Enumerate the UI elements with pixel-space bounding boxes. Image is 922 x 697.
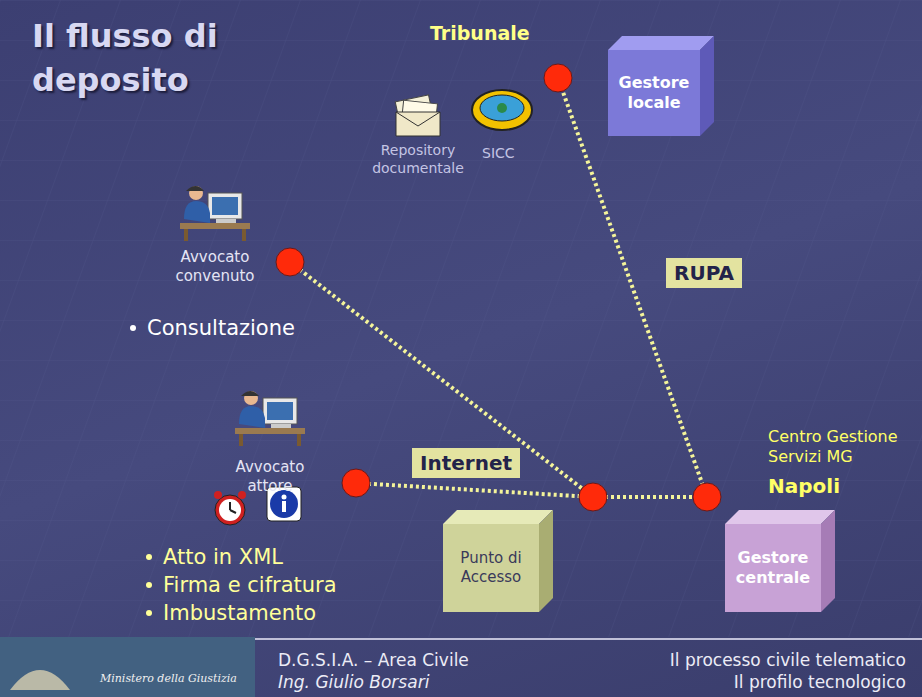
- dotted-link: [593, 495, 707, 499]
- site-label: Centro Gestione Servizi MG: [768, 427, 918, 467]
- sicc-icon: [472, 90, 532, 130]
- slide-title: Il flusso di deposito: [32, 14, 302, 102]
- dotted-link: [290, 262, 593, 497]
- bullet-text: Firma e cifratura: [163, 572, 337, 598]
- icon-caption: SICC: [482, 145, 515, 163]
- node-text: Avvocato convenuto: [164, 248, 266, 286]
- footer-rule: [255, 638, 922, 640]
- connection-dot: [342, 469, 370, 497]
- connection-dot: [693, 483, 721, 511]
- node-text: Punto di Accesso: [447, 549, 535, 587]
- bullet: [130, 325, 136, 331]
- connection-dot: [276, 248, 304, 276]
- node-text: Gestore centrale: [729, 548, 817, 588]
- server-cube: Gestore locale: [608, 50, 700, 136]
- lawyer-icon: [180, 186, 250, 241]
- icon-caption: Repository documentale: [362, 142, 474, 177]
- bullet: [146, 610, 152, 616]
- site-label: Napoli: [768, 474, 840, 499]
- lawyer-icon: [235, 391, 305, 446]
- bullet-text: Consultazione: [147, 315, 295, 341]
- connection-dot: [579, 483, 607, 511]
- cube-side: [821, 510, 835, 612]
- footer-text: Ing. Giulio Borsari: [278, 672, 429, 693]
- site-label: Tribunale: [430, 22, 530, 46]
- bullet-text: Atto in XML: [163, 544, 283, 570]
- actor-label: Avvocato attore: [220, 454, 320, 500]
- server-cube: Gestore centrale: [725, 524, 821, 612]
- cube-top: [608, 36, 714, 50]
- cube-side: [700, 36, 714, 136]
- dotted-link: [356, 483, 593, 497]
- alarm-clock-icon: [214, 491, 246, 525]
- logo-text: Ministero della Giustizia: [100, 672, 240, 686]
- link-label: Internet: [412, 448, 520, 478]
- bullet: [146, 582, 152, 588]
- bullet-text: Imbustamento: [163, 600, 316, 626]
- cube-top: [725, 510, 835, 524]
- cube-top: [443, 510, 553, 524]
- node-text: Gestore locale: [612, 73, 696, 113]
- actor-label: Avvocato convenuto: [160, 244, 270, 290]
- logo-panel: [0, 637, 255, 697]
- link-label: RUPA: [666, 258, 742, 288]
- connection-dot: [544, 64, 572, 92]
- cube-side: [539, 510, 553, 612]
- footer-text: D.G.S.I.A. – Area Civile: [278, 650, 469, 671]
- node-text: Avvocato attore: [224, 458, 316, 496]
- footer-text: Il processo civile telematico: [670, 650, 906, 671]
- server-cube: Punto di Accesso: [443, 524, 539, 612]
- footer-text: Il profilo tecnologico: [734, 672, 906, 693]
- bullet: [146, 554, 152, 560]
- repository-icon: [395, 95, 440, 136]
